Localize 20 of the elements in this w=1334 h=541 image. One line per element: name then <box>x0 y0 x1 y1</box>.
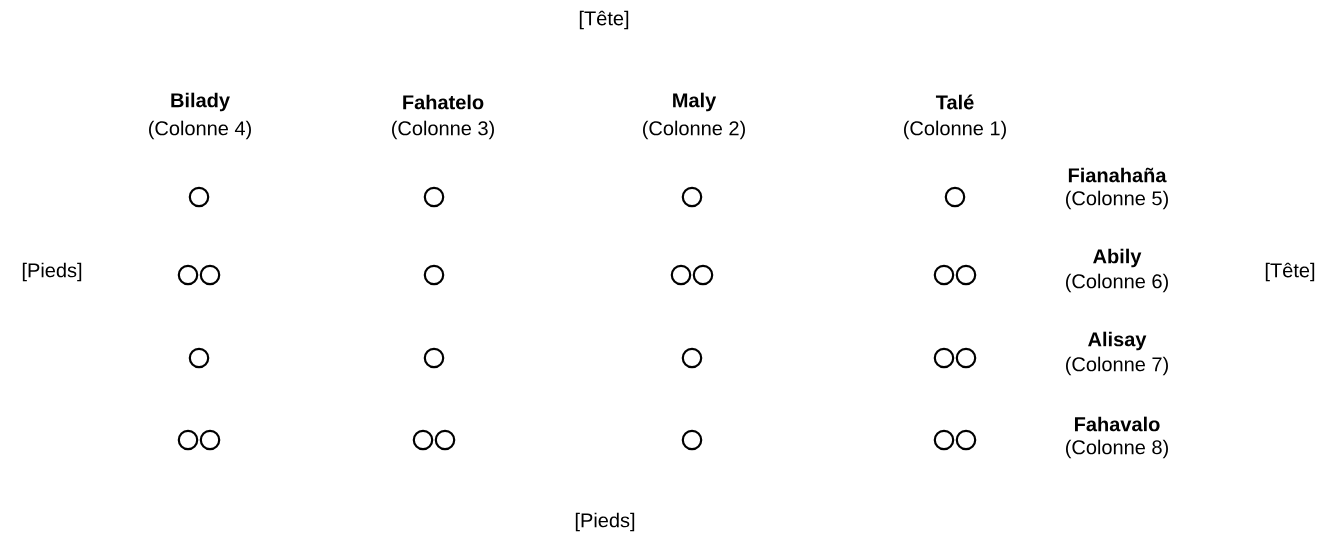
column-number: (Colonne 6) <box>1066 273 1168 293</box>
column-number: (Colonne 1) <box>904 120 1006 140</box>
column-number: (Colonne 8) <box>1066 439 1168 459</box>
figure-name: Fahatelo <box>403 94 484 110</box>
column-number: (Colonne 7) <box>1066 356 1168 376</box>
figure-name: Bilady <box>171 92 230 112</box>
column-number: (Colonne 5) <box>1066 190 1168 210</box>
orientation-label: [Pieds] <box>22 262 82 282</box>
orientation-label: [Pieds] <box>575 512 635 532</box>
figure-name: Fianahaña <box>1068 167 1167 183</box>
figure-name: Fahavalo <box>1075 416 1160 432</box>
figure-name: Talé <box>935 94 974 110</box>
figure-name: Abily <box>1093 248 1142 268</box>
column-number: (Colonne 3) <box>392 120 494 140</box>
column-number: (Colonne 4) <box>149 120 251 140</box>
figure-name: Alisay <box>1088 331 1147 351</box>
orientation-label: [Tête] <box>1265 262 1315 282</box>
figure-name: Maly <box>673 92 717 112</box>
orientation-label: [Tête] <box>579 10 629 30</box>
column-number: (Colonne 2) <box>643 120 745 140</box>
